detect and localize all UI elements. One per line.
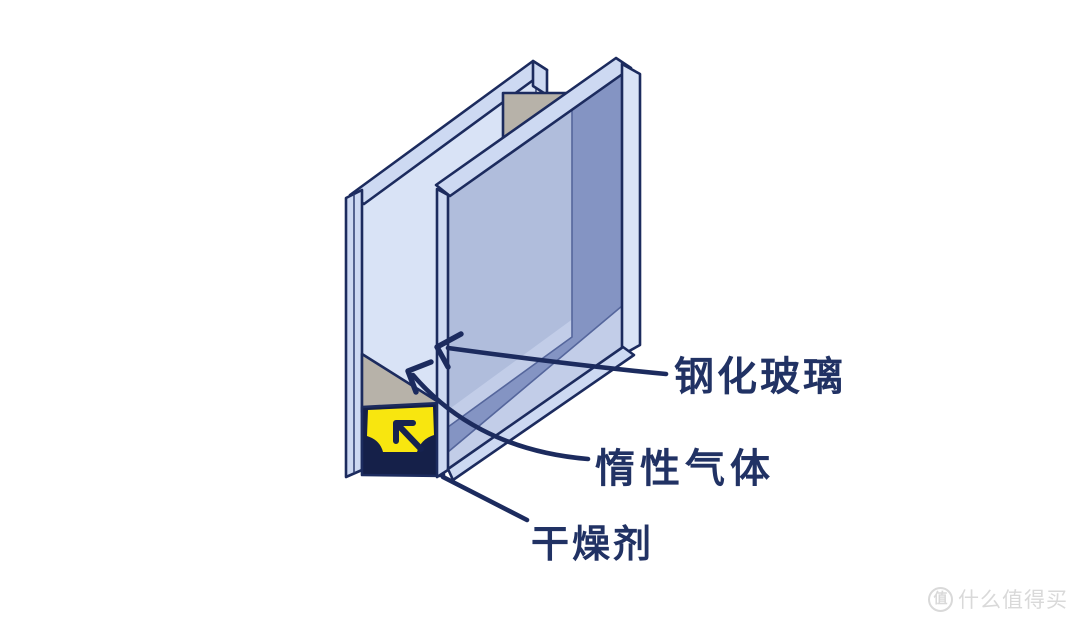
- watermark: 值 什么值得买: [928, 584, 1068, 614]
- near-pane-left-edge: [435, 187, 450, 479]
- watermark-logo-icon: 值: [928, 586, 953, 612]
- near-pane-right-edge: [620, 62, 642, 357]
- inert-gas-leader-line: [410, 372, 591, 462]
- bottom-spacer: [360, 352, 446, 478]
- desiccant-leader-line: [440, 474, 530, 523]
- near-pane-bottom-edge: [446, 345, 636, 482]
- label-inert-gas: 惰性气体: [595, 446, 775, 492]
- desiccant-pointer-arrow: [393, 420, 424, 452]
- tempered-glass-leader-line: [445, 345, 669, 377]
- near-glass-pane: [434, 56, 642, 482]
- desiccant-arrow-shaft: [397, 424, 424, 452]
- label-tempered-glass: 钢化玻璃: [674, 354, 846, 400]
- watermark-text: 什么值得买: [958, 588, 1068, 612]
- label-desiccant: 干燥剂: [531, 522, 654, 566]
- tempered-glass-arrowhead: [434, 331, 464, 370]
- inert-gas-arrowhead: [405, 359, 434, 395]
- annotations: [405, 331, 669, 523]
- desiccant-arrow-head: [393, 420, 416, 444]
